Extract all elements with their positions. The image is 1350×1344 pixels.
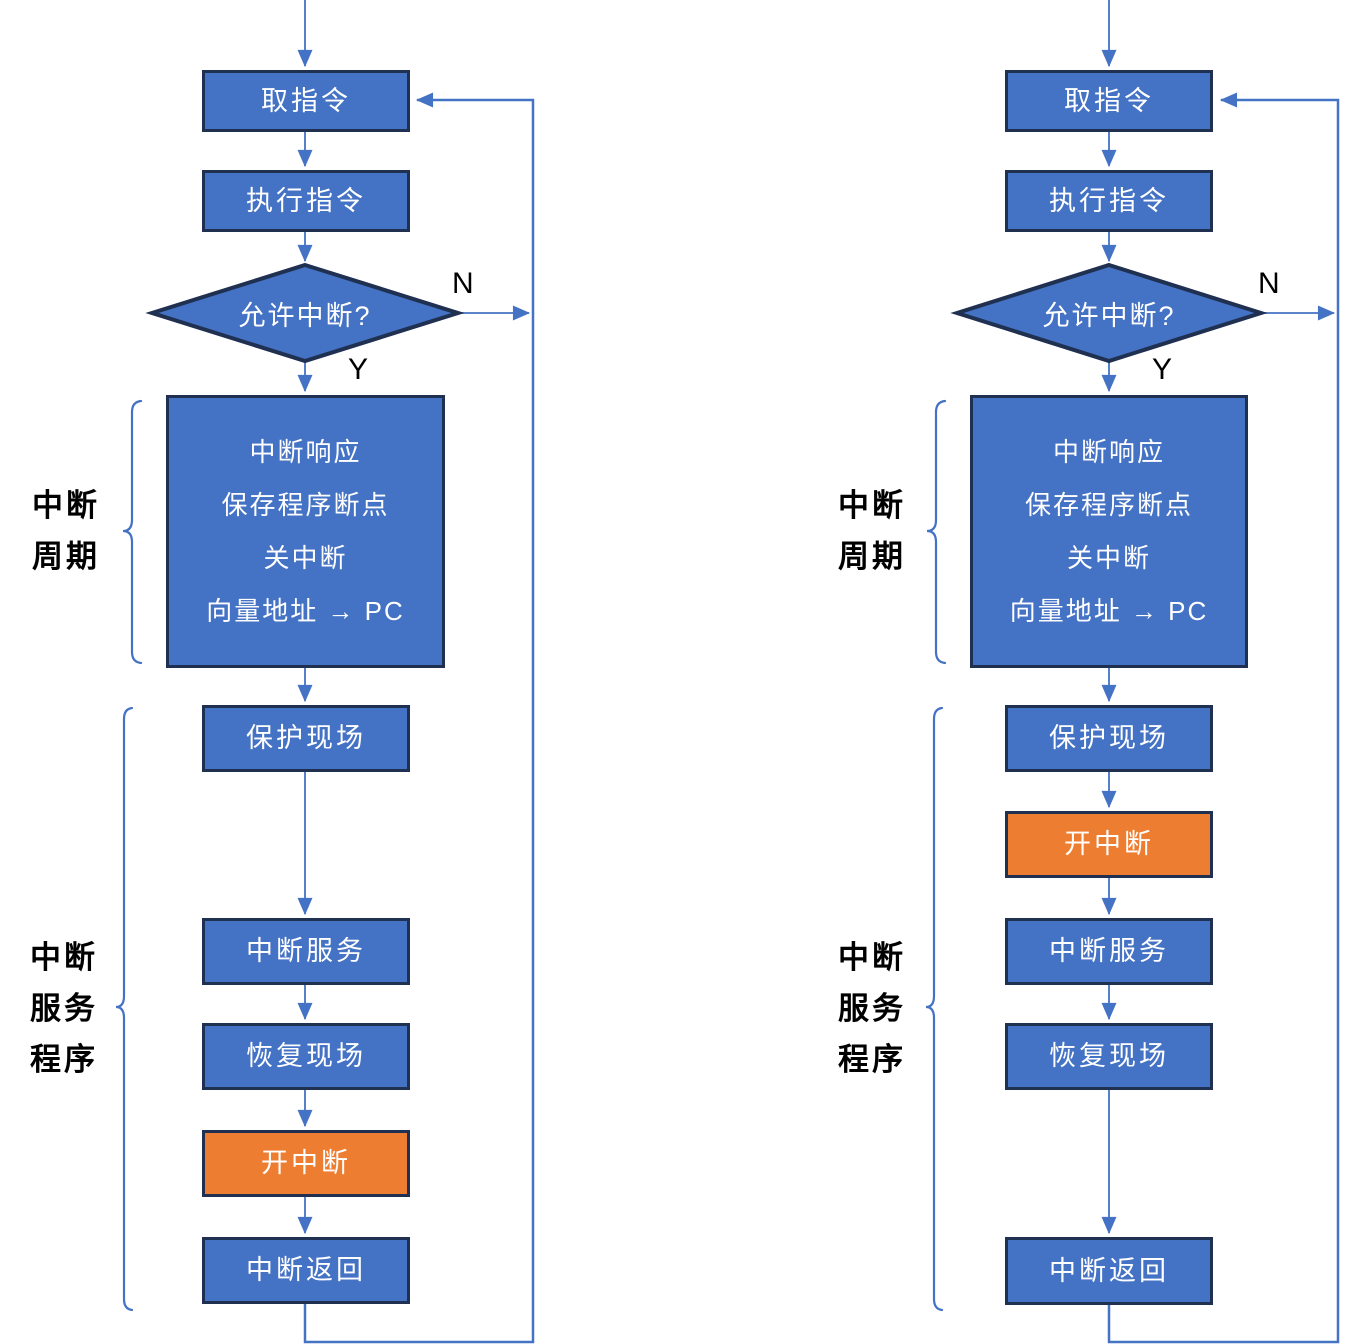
- cycle-line: 向量地址 → PC: [1009, 595, 1209, 626]
- loop-return-fetch-right: [1107, 92, 1340, 1344]
- node-return-right: 中断返回: [1005, 1237, 1213, 1305]
- label-no-left: N: [452, 267, 474, 300]
- decision-diamond-right: [950, 262, 1268, 364]
- label-line: 中断: [32, 488, 100, 523]
- node-restore-right: 恢复现场: [1005, 1023, 1213, 1090]
- brace-interrupt-cycle-left: [122, 399, 143, 665]
- node-fetch-left: 取指令: [202, 70, 410, 132]
- node-decision-right: 允许中断?: [1042, 300, 1176, 331]
- cycle-line: 中断响应: [1052, 436, 1165, 467]
- label-line: 中断: [838, 488, 906, 523]
- label-line: 服务: [838, 991, 906, 1026]
- node-fetch-right: 取指令: [1005, 70, 1213, 132]
- node-decision-left: 允许中断?: [238, 300, 372, 331]
- label-line: 周期: [838, 539, 906, 574]
- label-no-right: N: [1258, 267, 1280, 300]
- node-interrupt-cycle-left: 中断响应 保存程序断点 关中断 向量地址 → PC: [166, 395, 445, 668]
- label-line: 中断: [838, 940, 906, 975]
- node-service-left: 中断服务: [202, 918, 410, 985]
- label-yes-right: Y: [1152, 353, 1173, 386]
- cycle-line: 保存程序断点: [1024, 489, 1193, 520]
- node-return-left: 中断返回: [202, 1237, 410, 1304]
- node-open-interrupt-left: 开中断: [202, 1130, 410, 1197]
- brace-interrupt-cycle-right: [926, 399, 947, 665]
- label-interrupt-cycle-right: 中断 周期: [834, 480, 910, 582]
- label-service-routine-left: 中断 服务 程序: [26, 932, 102, 1085]
- cycle-line: 关中断: [1066, 542, 1151, 573]
- label-interrupt-cycle-left: 中断 周期: [28, 480, 104, 582]
- node-open-interrupt-right: 开中断: [1005, 811, 1213, 878]
- decision-diamond-left: [145, 262, 465, 364]
- label-service-routine-right: 中断 服务 程序: [834, 932, 910, 1085]
- cycle-line: 关中断: [263, 542, 348, 573]
- loop-return-fetch-left: [303, 92, 535, 1344]
- label-line: 中断: [30, 940, 98, 975]
- cycle-line: 向量地址 → PC: [206, 595, 405, 626]
- node-protect-right: 保护现场: [1005, 705, 1213, 772]
- label-yes-left: Y: [348, 353, 369, 386]
- label-line: 服务: [30, 991, 98, 1026]
- brace-service-routine-left: [115, 706, 134, 1312]
- label-line: 程序: [838, 1042, 906, 1077]
- cycle-line: 保存程序断点: [221, 489, 390, 520]
- node-protect-left: 保护现场: [202, 705, 410, 772]
- cycle-line: 中断响应: [249, 436, 362, 467]
- node-service-right: 中断服务: [1005, 918, 1213, 985]
- node-execute-right: 执行指令: [1005, 170, 1213, 232]
- node-restore-left: 恢复现场: [202, 1023, 410, 1090]
- node-execute-left: 执行指令: [202, 170, 410, 232]
- brace-service-routine-right: [925, 706, 944, 1312]
- node-interrupt-cycle-right: 中断响应 保存程序断点 关中断 向量地址 → PC: [970, 395, 1248, 668]
- label-line: 程序: [30, 1042, 98, 1077]
- label-line: 周期: [32, 539, 100, 574]
